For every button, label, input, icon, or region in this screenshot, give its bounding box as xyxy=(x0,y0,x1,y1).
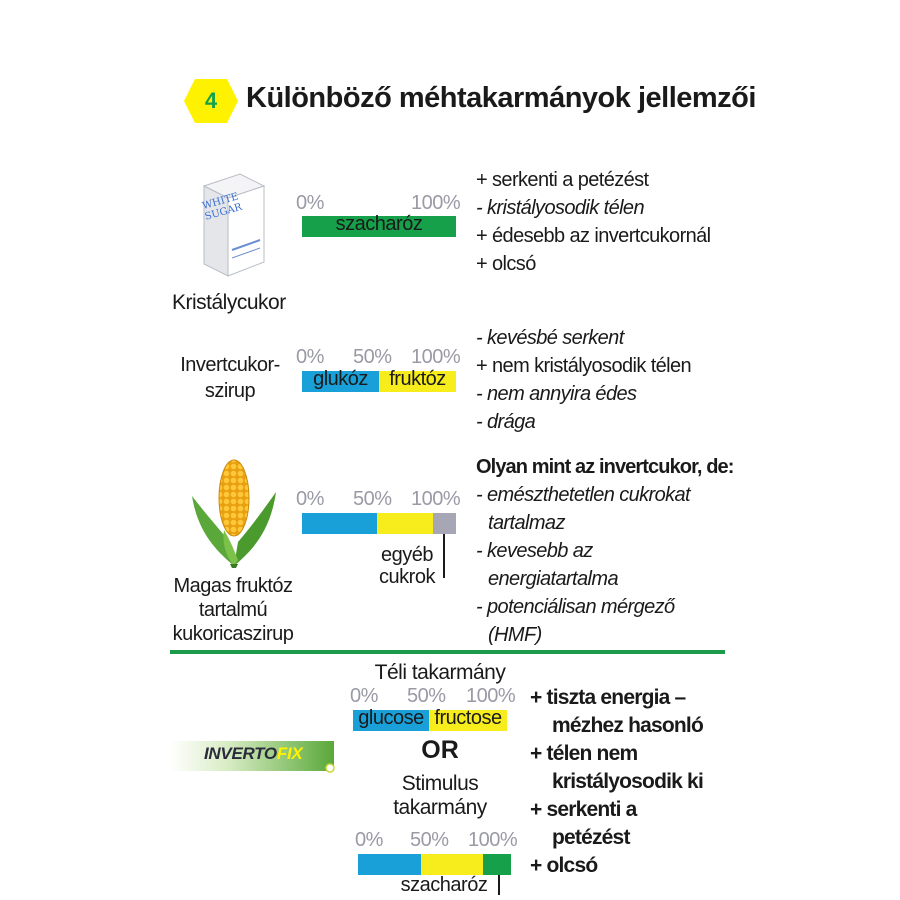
page-title: Különböző méhtakarmányok jellemzői xyxy=(246,82,756,114)
sugar-prop-1: + serkenti a petézést xyxy=(476,169,649,191)
corn-prop-2: - kevesebb az xyxy=(476,540,593,562)
sugar-name: Kristálycukor xyxy=(172,291,286,314)
invert-bar-fructose xyxy=(379,371,456,392)
invert-name-line1: Invertcukor- xyxy=(180,354,280,376)
invertofix-prop-4: + olcsó xyxy=(530,854,598,877)
corn-prop-2b: energiatartalma xyxy=(488,568,619,590)
invertofix-prop-2b: kristályosodik ki xyxy=(552,770,704,793)
invert-scale-50: 50% xyxy=(353,346,392,368)
invert-prop-2: + nem kristályosodik télen xyxy=(476,355,692,377)
step-number: 4 xyxy=(204,88,218,113)
winter-bar-label-fructose: fructose xyxy=(434,707,502,729)
invert-scale-0: 0% xyxy=(296,346,324,368)
invertofix-prop-1: + tiszta energia – xyxy=(530,686,686,709)
corn-other-label-line1: egyéb xyxy=(381,544,434,566)
corn-prop-3b: (HMF) xyxy=(488,624,542,646)
invertofix-prop-1b: mézhez hasonló xyxy=(552,714,704,737)
invertofix-prop-3b: petézést xyxy=(552,826,630,849)
invert-bar-label-fructose: fruktóz xyxy=(389,368,446,390)
stim-bar-label-sucrose: szacharóz xyxy=(400,874,488,896)
corn-bar-fructose xyxy=(377,513,433,534)
section-divider xyxy=(170,650,725,654)
stim-bar-fructose xyxy=(421,854,483,875)
stimulus-label-line1: Stimulus xyxy=(401,772,479,795)
stim-scale-100: 100% xyxy=(468,829,518,851)
corn-prop-3: - potenciálisan mérgező xyxy=(476,596,675,618)
invertofix-logo: INVERTOFIX xyxy=(204,744,303,764)
sugar-scale-100: 100% xyxy=(411,192,461,214)
invert-prop-3: - nem annyira édes xyxy=(476,383,637,405)
winter-scale-50: 50% xyxy=(407,685,446,707)
stim-scale-50: 50% xyxy=(410,829,449,851)
corn-name-line2: tartalmú xyxy=(198,599,268,621)
corn-name-line1: Magas fruktóz xyxy=(173,575,293,597)
invert-bar-label-glucose: glukóz xyxy=(313,368,368,390)
sugar-prop-2: - kristályosodik télen xyxy=(476,197,645,219)
invertofix-logo-background xyxy=(170,741,335,773)
stim-sucrose-leader xyxy=(498,875,500,895)
winter-feed-label: Téli takarmány xyxy=(374,661,506,684)
stimulus-label-line2: takarmány xyxy=(393,796,487,819)
stim-scale-0: 0% xyxy=(355,829,383,851)
sugar-bar-sucrose xyxy=(302,216,456,237)
stim-bar-glucose xyxy=(358,854,421,875)
corn-props-header: Olyan mint az invertcukor, de: xyxy=(476,456,734,478)
sugar-package-icon xyxy=(202,173,266,277)
corn-scale-100: 100% xyxy=(411,488,461,510)
corn-scale-50: 50% xyxy=(353,488,392,510)
sugar-bar-label: szacharóz xyxy=(335,213,423,235)
invertofix-logo-part2: FIX xyxy=(276,744,303,763)
corn-other-label-line2: cukrok xyxy=(379,566,435,588)
corn-prop-1: - emészthetetlen cukrokat xyxy=(476,484,691,506)
winter-scale-0: 0% xyxy=(350,685,378,707)
invert-bar-glucose xyxy=(302,371,379,392)
winter-bar-glucose xyxy=(353,710,429,731)
corn-prop-1b: tartalmaz xyxy=(488,512,565,534)
sugar-prop-3: + édesebb az invertcukornál xyxy=(476,225,711,247)
winter-scale-100: 100% xyxy=(466,685,516,707)
corn-scale-0: 0% xyxy=(296,488,324,510)
invert-scale-100: 100% xyxy=(411,346,461,368)
invertofix-logo-part1: INVERTO xyxy=(204,744,277,763)
invert-prop-4: - drága xyxy=(476,411,536,433)
corn-cob-icon xyxy=(192,459,276,568)
sugar-scale-0: 0% xyxy=(296,192,324,214)
or-label: OR xyxy=(421,736,459,764)
invert-name-line2: szirup xyxy=(204,380,256,402)
corn-name-line3: kukoricaszirup xyxy=(172,623,294,645)
corn-bar-glucose xyxy=(302,513,377,534)
corn-other-leader xyxy=(443,534,445,578)
sugar-prop-4: + olcsó xyxy=(476,253,536,275)
winter-bar-label-glucose: glucose xyxy=(358,707,424,729)
winter-bar-fructose xyxy=(429,710,507,731)
corn-bar-other xyxy=(433,513,456,534)
invertofix-prop-2: + télen nem xyxy=(530,742,638,765)
invertofix-prop-3: + serkenti a xyxy=(530,798,637,821)
step-number-hexagon xyxy=(184,79,238,123)
invert-prop-1: - kevésbé serkent xyxy=(476,327,624,349)
stim-bar-sucrose xyxy=(483,854,511,875)
